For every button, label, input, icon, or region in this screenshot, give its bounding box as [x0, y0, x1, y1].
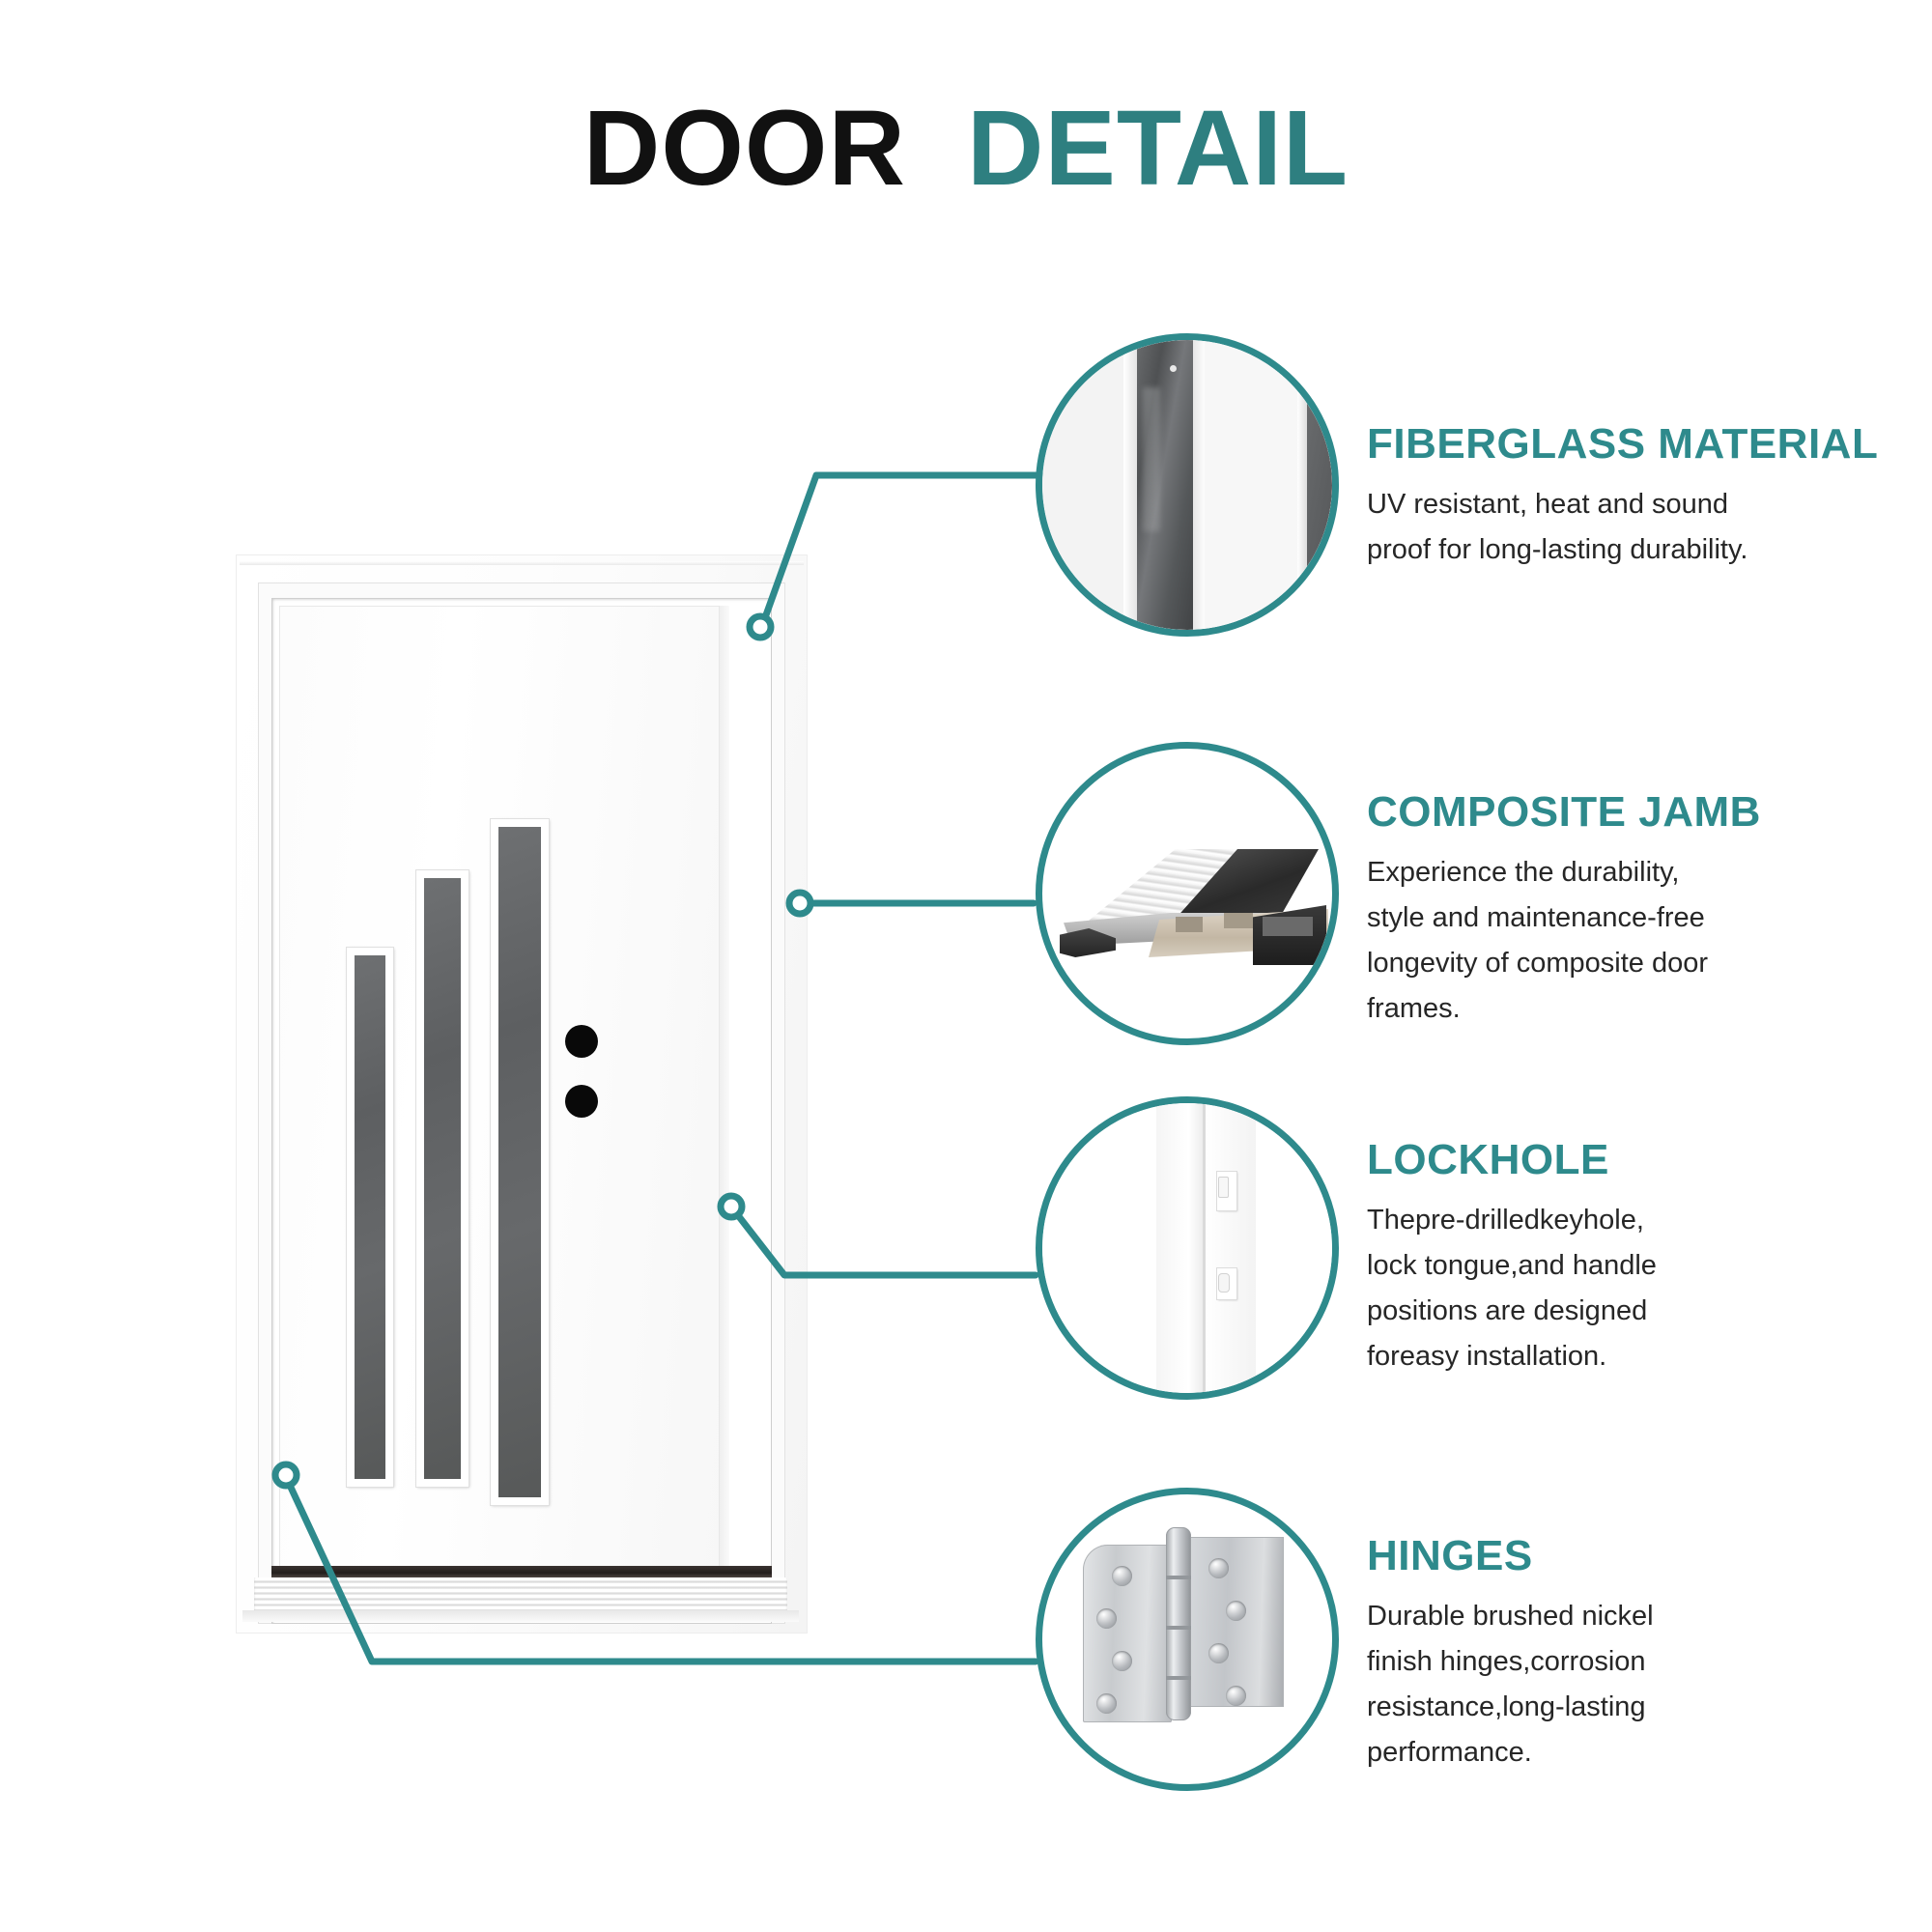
door-illustration: [237, 555, 807, 1633]
title-word-accent: DETAIL: [967, 89, 1350, 208]
feature-heading: LOCKHOLE: [1367, 1136, 1609, 1183]
glass-lite-short: [346, 947, 394, 1488]
feature-block-composite-jamb: COMPOSITE JAMB Experience the durability…: [1367, 788, 1869, 1032]
photo-composite-jamb: [1036, 742, 1339, 1045]
door-weatherstrip: [271, 1566, 772, 1577]
glass-lite-tall: [490, 818, 550, 1506]
feature-body: Experience the durability, style and mai…: [1367, 857, 1709, 1025]
screw-dot-icon: [1170, 365, 1177, 372]
photo-fiberglass-material: [1036, 333, 1339, 637]
feature-heading: COMPOSITE JAMB: [1367, 788, 1761, 836]
page-title: DOOR DETAIL: [0, 93, 1932, 205]
door-threshold: [254, 1577, 787, 1612]
feature-block-hinges: HINGES Durable brushed nickel finish hin…: [1367, 1532, 1869, 1776]
feature-body: UV resistant, heat and sound proof for l…: [1367, 489, 1748, 566]
photo-lockhole: [1036, 1096, 1339, 1400]
feature-heading: HINGES: [1367, 1532, 1533, 1579]
glass-lite-medium: [415, 869, 469, 1488]
feature-block-lockhole: LOCKHOLE Thepre-drilledkeyhole, lock ton…: [1367, 1136, 1869, 1379]
feature-body: Durable brushed nickel finish hinges,cor…: [1367, 1601, 1654, 1769]
feature-heading: FIBERGLASS MATERIAL: [1367, 420, 1879, 468]
deadbolt-bore-hole: [565, 1025, 598, 1058]
door-stile-gap: [720, 606, 729, 1616]
handle-bore-hole: [565, 1085, 598, 1118]
door-threshold-base: [242, 1610, 799, 1622]
title-word-primary: DOOR: [582, 89, 906, 208]
feature-block-fiberglass-material: FIBERGLASS MATERIAL UV resistant, heat a…: [1367, 420, 1879, 573]
feature-body: Thepre-drilledkeyhole, lock tongue,and h…: [1367, 1205, 1657, 1373]
photo-hinges: [1036, 1488, 1339, 1791]
